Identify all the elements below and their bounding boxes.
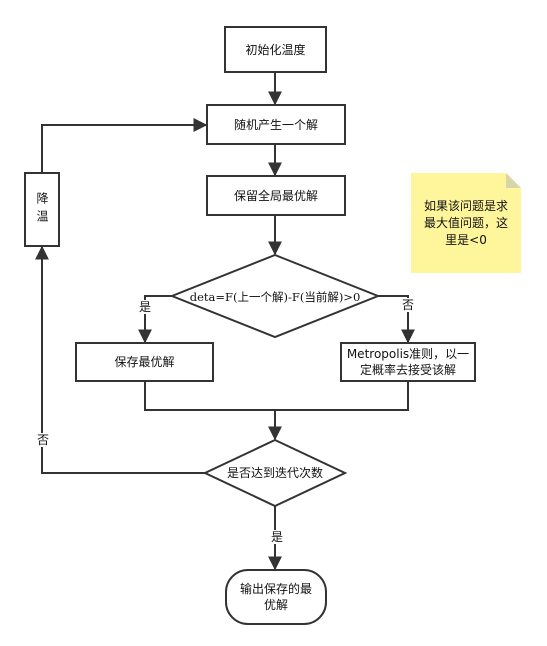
node-iteration-check: 是否达到迭代次数	[226, 466, 323, 480]
edge-iter-no-to-cool	[35, 245, 205, 474]
node-keep-global-best: 保留全局最优解	[233, 188, 318, 203]
node-random-solution: 随机产生一个解	[233, 117, 318, 132]
edge-merge	[144, 381, 409, 411]
edge-label-yes-down: 是	[270, 530, 285, 544]
shape-random-solution	[206, 104, 346, 145]
shape-delta-condition	[169, 253, 381, 339]
edge-label-yes-left: 是	[138, 300, 153, 314]
node-cool-down: 降温	[35, 191, 49, 228]
node-init-temperature: 初始化温度	[245, 42, 306, 57]
shape-save-best	[75, 342, 214, 382]
edge-label-no-right: 否	[401, 298, 416, 312]
edge-delta-yes	[138, 295, 172, 344]
node-delta-condition: deta=F(上一个解)-F(当前解)>0	[189, 290, 361, 304]
shape-note	[411, 173, 521, 273]
note-maximize-hint: 如果该问题是求最大值问题，这里是<0	[423, 198, 508, 247]
node-save-best: 保存最优解	[114, 355, 175, 369]
node-output-best: 输出保存的最优解	[239, 582, 312, 612]
shape-note-fold	[506, 173, 521, 188]
shape-init-temperature	[224, 26, 327, 73]
edge-cool-to-random	[41, 118, 208, 173]
edge-delta-no	[378, 295, 415, 344]
edge-label-no-loop: 否	[36, 433, 51, 447]
node-metropolis: Metropolis准则，以一定概率去接受该解	[346, 347, 470, 377]
shape-cool-down	[24, 172, 60, 247]
